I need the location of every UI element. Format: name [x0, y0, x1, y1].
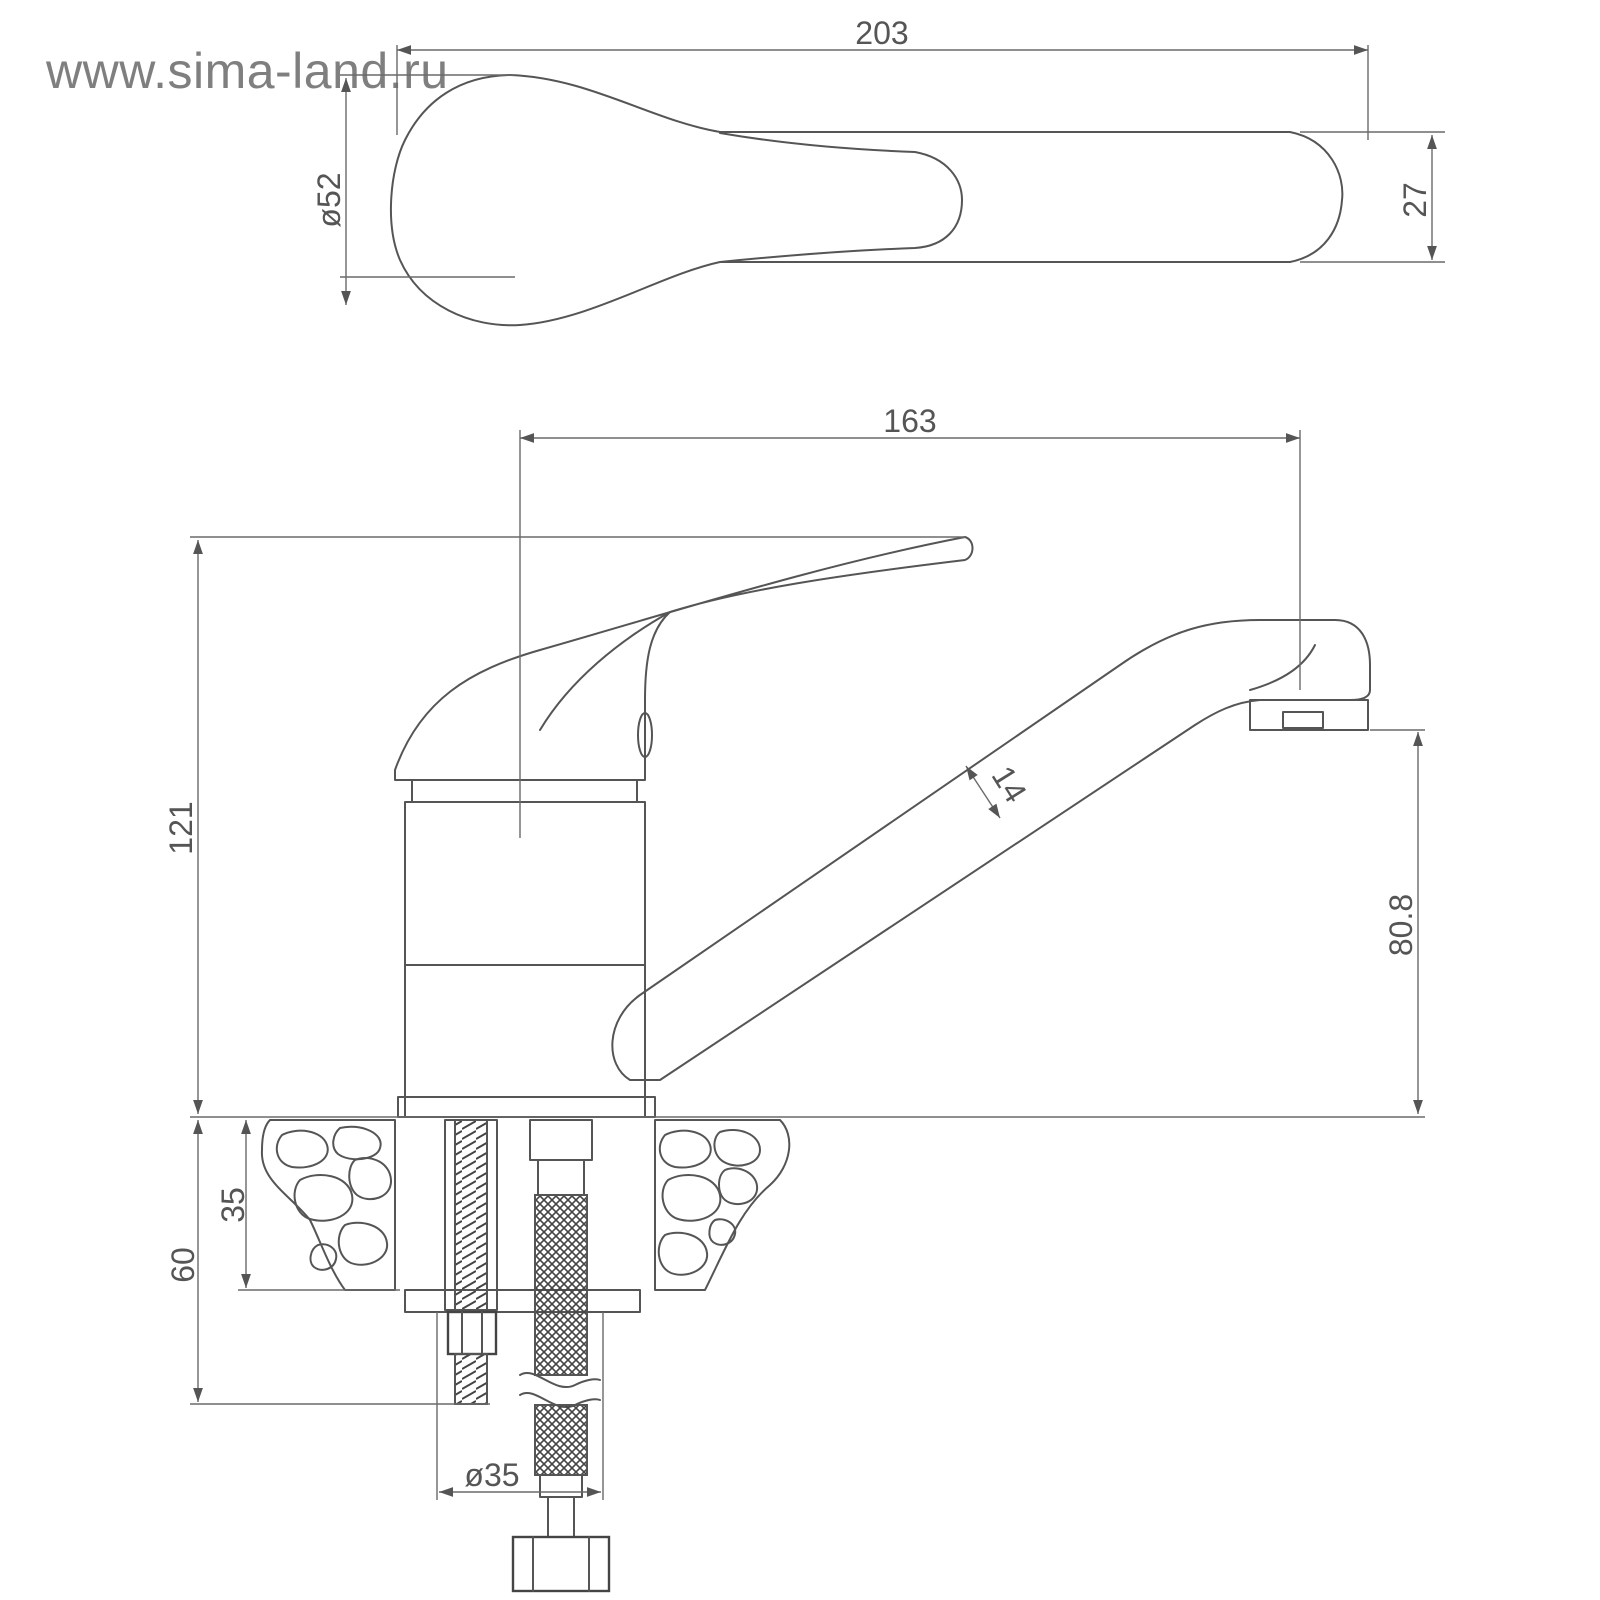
dimension-203: 203 [396, 15, 1369, 140]
mounting-plate [404, 1289, 641, 1313]
dimension-14-label: 14 [985, 760, 1034, 809]
dimension-27-label: 27 [1397, 182, 1433, 218]
dimension-d52: ø52 [311, 74, 515, 305]
dimension-80-8-label: 80.8 [1383, 894, 1419, 956]
dimension-d35-label: ø35 [464, 1457, 519, 1493]
dimension-d35: ø35 [436, 1312, 604, 1500]
dimension-163-label: 163 [883, 403, 936, 439]
watermark: www.sima-land.ru [46, 43, 449, 99]
side-lever [394, 536, 974, 781]
flexible-hose [511, 1119, 611, 1593]
dimension-121-label: 121 [163, 801, 199, 854]
top-view-handle [389, 74, 1344, 327]
dimension-35-label: 35 [215, 1187, 251, 1223]
dimension-60-label: 60 [165, 1247, 201, 1283]
dimension-80-8: 80.8 [1370, 729, 1425, 1114]
dimension-14: 14 [965, 760, 1034, 819]
dimension-60: 60 [165, 1120, 490, 1405]
side-spout [611, 619, 1371, 1081]
dimension-163: 163 [519, 403, 1301, 838]
dimension-d52-label: ø52 [311, 172, 347, 227]
threaded-stud [444, 1119, 498, 1405]
dimension-27: 27 [1300, 131, 1445, 263]
countertop-section [260, 1119, 791, 1291]
dimension-121: 121 [163, 536, 1425, 1118]
dimension-203-label: 203 [855, 15, 908, 51]
dimension-35: 35 [215, 1120, 400, 1291]
